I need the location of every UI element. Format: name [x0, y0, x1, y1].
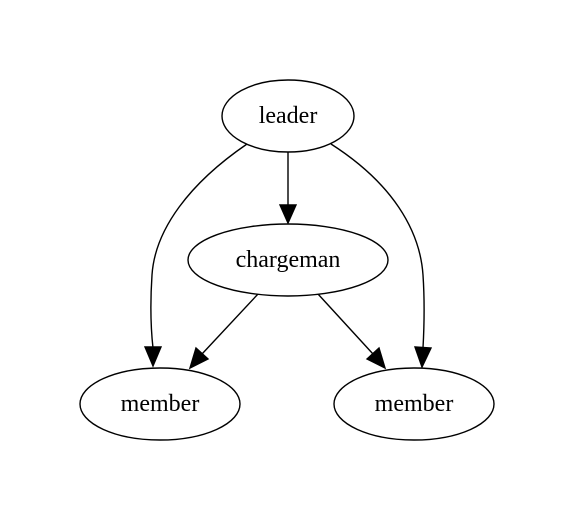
edge-chargeman-to-member-right	[317, 293, 387, 370]
node-member-right-label: member	[375, 391, 454, 417]
edge-leader-to-chargeman	[278, 151, 298, 225]
edge-leader-to-member-left	[143, 143, 248, 368]
edge-leader-to-member-right	[330, 143, 433, 369]
node-member-left: member	[79, 367, 241, 441]
node-chargeman: chargeman	[187, 223, 389, 297]
node-leader-label: leader	[259, 103, 318, 129]
edge-chargeman-to-member-left	[188, 293, 259, 370]
node-member-left-label: member	[121, 391, 200, 417]
edges	[143, 143, 433, 370]
node-leader: leader	[221, 79, 355, 153]
node-member-right: member	[333, 367, 495, 441]
nodes: leader chargeman member member	[79, 79, 495, 441]
node-chargeman-label: chargeman	[236, 247, 341, 273]
